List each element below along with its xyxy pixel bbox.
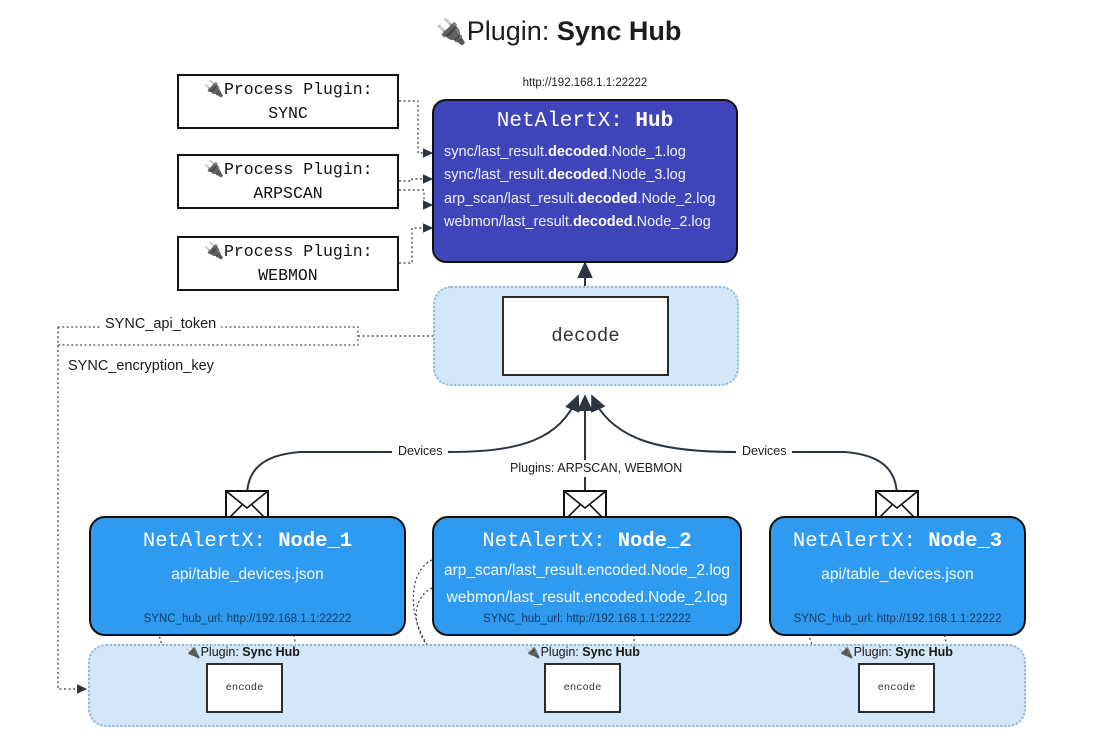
encode-box-3[interactable]: encode (858, 663, 935, 713)
node-box-node-3[interactable]: NetAlertX: Node_3 api/table_devices.json… (769, 516, 1026, 636)
encode-box-1[interactable]: encode (206, 663, 283, 713)
plug-icon: 🔌 (185, 645, 201, 659)
hub-url-label: http://192.168.1.1:22222 (522, 77, 648, 89)
node-1-hub-url: SYNC_hub_url: http://192.168.1.1:22222 (143, 613, 352, 625)
hub-box[interactable]: NetAlertX: Hub sync/last_result.decoded.… (432, 99, 738, 263)
process-plugin-webmon-line1: 🔌Process Plugin: (203, 242, 373, 262)
process-plugin-sync-line1: 🔌Process Plugin: (203, 80, 373, 100)
encoder-2-caption: 🔌Plugin: Sync Hub (525, 645, 640, 659)
process-plugin-arpscan-line1: 🔌Process Plugin: (203, 160, 373, 180)
node-3-title: NetAlertX: Node_3 (792, 530, 1003, 553)
node-box-node-1[interactable]: NetAlertX: Node_1 api/table_devices.json… (89, 516, 406, 636)
node-1-line-1: api/table_devices.json (171, 566, 324, 583)
sync-encryption-key-label: SYNC_encryption_key (63, 358, 219, 374)
decode-label: decode (551, 325, 620, 347)
edge-label-plugins-center: Plugins: ARPSCAN, WEBMON (506, 461, 687, 475)
encoder-3-caption: 🔌Plugin: Sync Hub (838, 645, 953, 659)
edge-label-devices-right: Devices (738, 444, 791, 458)
edge-label-devices-left: Devices (394, 444, 447, 458)
node-2-hub-url: SYNC_hub_url: http://192.168.1.1:22222 (483, 613, 691, 625)
hub-title: NetAlertX: Hub (496, 110, 674, 133)
plug-icon: 🔌 (203, 160, 224, 180)
page-title-prefix: Plugin: (466, 16, 557, 46)
node-3-line-1: api/table_devices.json (821, 566, 974, 583)
process-plugin-arpscan-line2: ARPSCAN (253, 183, 323, 203)
hub-log-line-1: sync/last_result.decoded.Node_1.log (444, 143, 686, 160)
process-plugin-webmon-box[interactable]: 🔌Process Plugin: WEBMON (177, 236, 399, 291)
node-1-title: NetAlertX: Node_1 (142, 530, 353, 553)
plug-icon: 🔌 (203, 80, 224, 100)
process-plugin-sync-line2: SYNC (268, 103, 308, 123)
encode-label-1: encode (225, 682, 264, 694)
encoder-1-caption: 🔌Plugin: Sync Hub (185, 645, 300, 659)
decode-box[interactable]: decode (502, 296, 669, 376)
encode-label-3: encode (877, 682, 916, 694)
process-plugin-webmon-line2: WEBMON (258, 265, 318, 285)
plug-icon: 🔌 (435, 18, 467, 46)
hub-log-line-4: webmon/last_result.decoded.Node_2.log (444, 214, 711, 230)
plug-icon: 🔌 (838, 645, 854, 659)
page-title: 🔌Plugin: Sync Hub (0, 16, 1117, 47)
process-plugin-sync-box[interactable]: 🔌Process Plugin: SYNC (177, 74, 399, 129)
plug-icon: 🔌 (203, 242, 224, 262)
encode-box-2[interactable]: encode (544, 663, 621, 713)
process-plugin-arpscan-box[interactable]: 🔌Process Plugin: ARPSCAN (177, 154, 399, 209)
encode-label-2: encode (563, 682, 602, 694)
node-box-node-2[interactable]: NetAlertX: Node_2 arp_scan/last_result.e… (432, 516, 742, 636)
page-title-name: Sync Hub (556, 16, 682, 46)
node-2-line-1: arp_scan/last_result.encoded.Node_2.log (443, 562, 731, 579)
node-2-title: NetAlertX: Node_2 (482, 530, 692, 553)
node-3-hub-url: SYNC_hub_url: http://192.168.1.1:22222 (793, 613, 1002, 625)
hub-log-line-3: arp_scan/last_result.decoded.Node_2.log (444, 190, 716, 207)
sync-api-token-label: SYNC_api_token (100, 316, 222, 332)
plug-icon: 🔌 (525, 645, 541, 659)
hub-log-line-2: sync/last_result.decoded.Node_3.log (444, 167, 686, 183)
node-2-line-2: webmon/last_result.encoded.Node_2.log (446, 589, 728, 606)
